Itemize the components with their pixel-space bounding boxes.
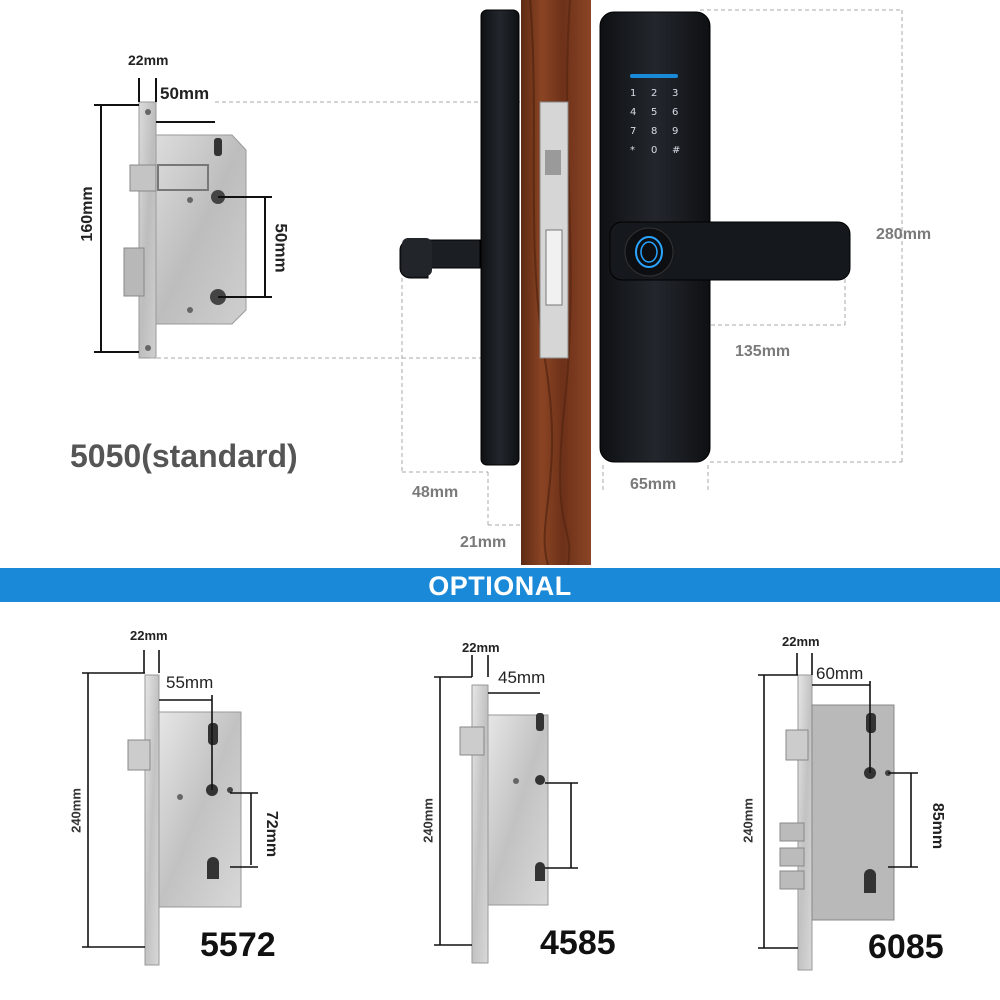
key-6: 6: [672, 107, 679, 118]
opt3-model-label: 6085: [868, 928, 944, 966]
opt1-height-label: 240mm: [68, 788, 84, 833]
lock-width-label: 65mm: [630, 476, 677, 493]
lock-height-label: 280mm: [876, 226, 932, 243]
key-0: 0: [651, 145, 658, 156]
opt1-center-label: 72mm: [263, 810, 281, 858]
key-3: 3: [672, 88, 679, 99]
rear-lock-panel: [399, 9, 520, 466]
key-4: 4: [630, 107, 637, 118]
key-5: 5: [651, 107, 658, 118]
top-diagram: [94, 0, 903, 565]
thickness-label: 21mm: [460, 534, 507, 551]
front-lock-panel: [599, 11, 851, 463]
opt2-height-label: 240mm: [420, 798, 436, 843]
key-8: 8: [651, 126, 658, 137]
opt2-plate-label: 22mm: [462, 640, 500, 655]
standard-dimension-lines: [94, 78, 272, 353]
standard-plate-label: 22mm: [128, 52, 169, 68]
key-7: 7: [630, 126, 637, 137]
opt1-model-label: 5572: [200, 926, 276, 964]
opt3-backset-label: 60mm: [816, 664, 864, 683]
key-1: 1: [630, 88, 637, 99]
optional-banner-label: OPTIONAL: [428, 571, 572, 601]
dims-5572: [82, 650, 258, 948]
mortise-lock-standard: [123, 101, 247, 359]
opt2-model-label: 4585: [540, 924, 616, 962]
handle-length-label: 135mm: [735, 343, 791, 360]
key-9: 9: [672, 126, 679, 137]
key-2: 2: [651, 88, 658, 99]
opt3-height-label: 240mm: [740, 798, 756, 843]
opt1-plate-label: 22mm: [130, 628, 168, 643]
mortise-4585: [459, 684, 549, 964]
opt3-plate-label: 22mm: [782, 634, 820, 649]
mortise-6085: [779, 674, 895, 971]
key-hash: #: [672, 145, 681, 156]
dims-4585: [434, 655, 578, 946]
mortise-5572: [127, 674, 242, 966]
inner-width-label: 48mm: [412, 484, 459, 501]
optional-banner: OPTIONAL: [0, 568, 1000, 602]
standard-height-label: 160mm: [79, 186, 96, 242]
key-star: *: [630, 145, 635, 156]
standard-backset-label: 50mm: [160, 84, 210, 103]
standard-caption: 5050(standard): [70, 438, 298, 474]
standard-center-label: 50mm: [271, 223, 291, 273]
opt1-backset-label: 55mm: [166, 673, 214, 692]
opt2-backset-label: 45mm: [498, 668, 546, 687]
dims-6085: [758, 653, 918, 949]
opt3-center-label: 85mm: [929, 802, 947, 850]
door-mortise-plate: [539, 101, 569, 359]
optional-diagrams: [82, 650, 918, 971]
